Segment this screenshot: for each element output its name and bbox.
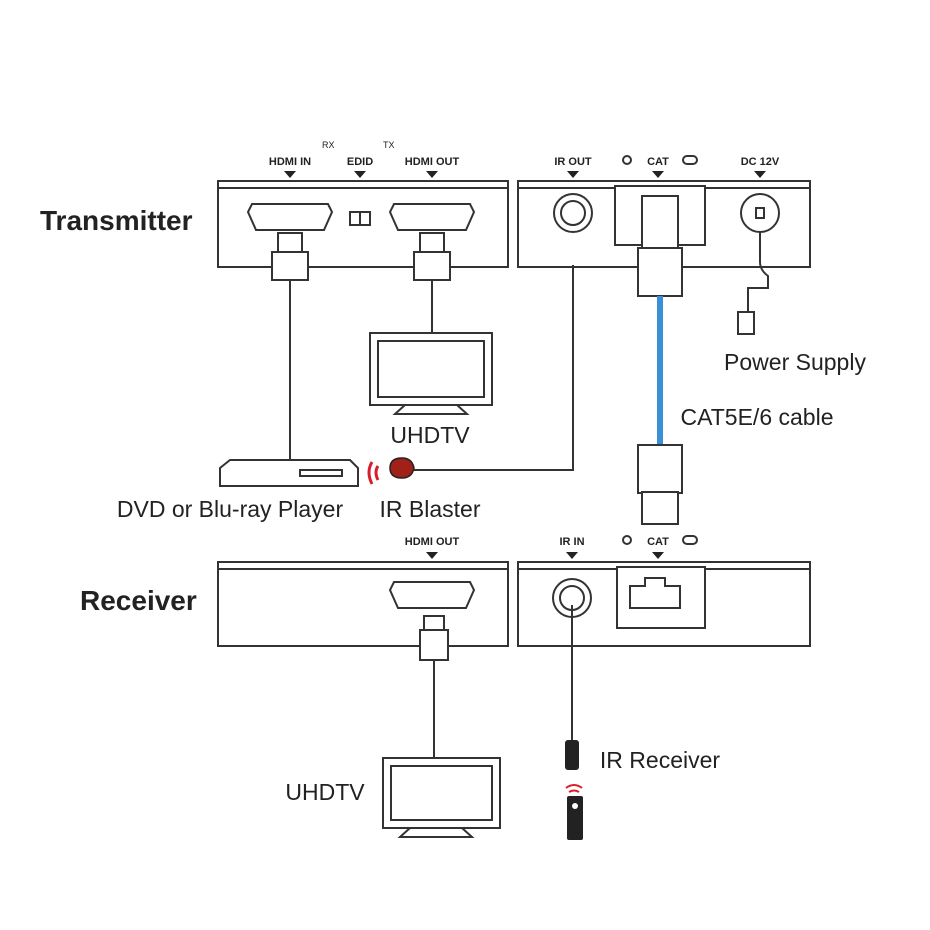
dc-12v-label: DC 12V xyxy=(741,156,780,168)
ir-wave-icon xyxy=(367,461,380,485)
power-supply: Power Supply xyxy=(724,232,866,375)
edid-tx-label: TX xyxy=(383,140,395,150)
hdmi-in-label: HDMI IN xyxy=(269,156,311,168)
hdmi-out-label: HDMI OUT xyxy=(405,156,460,168)
cable-label: CAT5E/6 cable xyxy=(681,404,834,430)
dvd-player: DVD or Blu-ray Player xyxy=(117,459,359,522)
ir-receiver-label: IR Receiver xyxy=(600,747,720,773)
transmitter-front-panel: HDMI IN EDID RX TX HDMI OUT xyxy=(217,140,509,268)
ir-out-jack xyxy=(553,193,593,233)
link-icon xyxy=(682,535,698,545)
hdmi-in-port xyxy=(246,203,334,231)
cat-cable: CAT5E/6 cable xyxy=(637,195,834,525)
power-supply-label: Power Supply xyxy=(724,349,866,375)
receiver-front-panel: HDMI OUT xyxy=(217,536,509,647)
hdmi-cable-tv-bottom xyxy=(419,615,449,758)
hdmi-out-port xyxy=(388,203,476,231)
ir-receiver: IR Receiver xyxy=(565,605,720,840)
hdmi-cable-player xyxy=(271,232,309,460)
player-label: DVD or Blu-ray Player xyxy=(117,496,344,522)
tv-top: UHDTV xyxy=(369,332,493,448)
ir-out-label: IR OUT xyxy=(554,156,592,168)
receiver-title: Receiver xyxy=(80,585,197,616)
hdmi-cable-tv xyxy=(413,232,451,333)
transmitter-title: Transmitter xyxy=(40,205,193,236)
power-icon xyxy=(622,535,632,545)
power-icon xyxy=(622,155,632,165)
arrow-icons xyxy=(284,171,438,178)
remote-control-icon xyxy=(567,796,583,840)
tv-bottom-label: UHDTV xyxy=(285,779,365,805)
ir-blaster-label: IR Blaster xyxy=(380,496,481,522)
edid-label: EDID xyxy=(347,156,373,168)
rx-hdmi-out-port xyxy=(388,581,476,609)
tv-top-label: UHDTV xyxy=(390,422,470,448)
tv-bottom: UHDTV xyxy=(285,757,501,838)
rx-hdmi-out-label: HDMI OUT xyxy=(405,536,460,548)
link-icon xyxy=(682,155,698,165)
ir-wave-icon xyxy=(565,784,583,793)
ir-blaster: IR Blaster xyxy=(367,265,574,522)
ir-in-label: IR IN xyxy=(559,536,584,548)
cat-label: CAT xyxy=(647,156,669,168)
edid-rx-label: RX xyxy=(322,140,335,150)
rx-cat-label: CAT xyxy=(647,536,669,548)
receiver-rear-panel: IR IN CAT xyxy=(517,535,811,647)
